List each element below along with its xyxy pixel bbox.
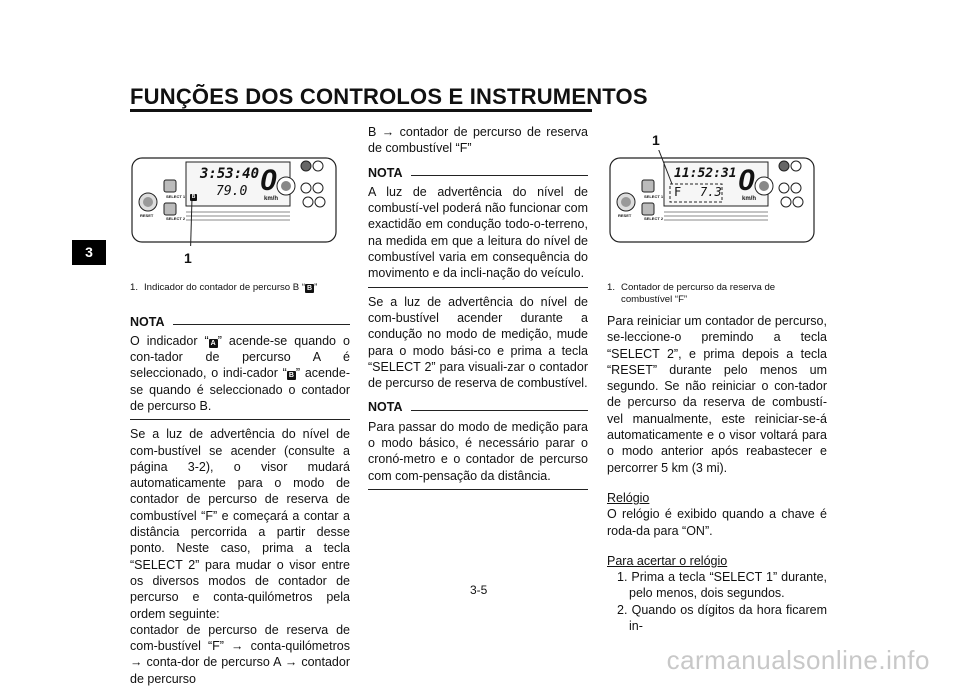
caption-text-end: ” — [314, 282, 318, 293]
caption-number: 1. — [130, 282, 139, 293]
nota-end-rule — [130, 419, 350, 421]
page-title: FUNÇÕES DOS CONTROLOS E INSTRUMENTOS — [130, 84, 648, 109]
step-item: 2. Quando os dígitos da hora ficarem in- — [617, 602, 827, 634]
reset-button-label: RESET — [140, 213, 154, 218]
body-paragraph: contador de percurso de reserva de com-b… — [130, 622, 350, 686]
select1-button-label: SELECT 1 — [166, 194, 186, 199]
trip-b-icon: B — [305, 284, 315, 293]
nota-text-a: O indicador “ — [130, 333, 209, 348]
figure2-caption: 1. Contador de percurso da reserva de co… — [607, 282, 827, 305]
chapter-tab: 3 — [72, 240, 106, 265]
caption-text: Indicador do contador de percurso B “B” — [144, 282, 317, 294]
select2-button-label: SELECT 2 — [644, 216, 664, 221]
trip-b-icon: B — [286, 371, 296, 381]
caption-text: Contador de percurso da reserva de combu… — [621, 282, 776, 305]
speed-display: 0 — [260, 164, 277, 197]
select1-button-label: SELECT 1 — [644, 194, 664, 199]
nota-heading: NOTA — [368, 165, 588, 181]
fuel-trip-mode: F — [674, 185, 682, 199]
reset-button-label: RESET — [618, 213, 632, 218]
nota-label: NOTA — [130, 314, 165, 329]
nota-end-rule — [368, 488, 588, 490]
caption-text-start: Indicador do contador de percurso B “ — [144, 282, 306, 293]
nota-rule — [410, 175, 588, 177]
speed-unit: km/h — [264, 196, 279, 202]
section-heading: Para acertar o relógio — [607, 553, 728, 568]
nota-label: NOTA — [368, 165, 403, 180]
nota-rule — [172, 324, 350, 326]
instrument-panel-drawing-2 — [609, 147, 815, 243]
nota-label: NOTA — [368, 400, 403, 415]
body-paragraph: Se a luz de advertência do nível de com-… — [368, 294, 588, 391]
instrument-panel-figure-2: 11:52:31 F 7.3 0 km/h SELECT 1 SELECT 2 … — [608, 147, 818, 246]
nota-rule — [410, 410, 588, 412]
caption-number: 1. — [607, 282, 616, 293]
speed-unit: km/h — [742, 196, 757, 202]
instrument-panel-drawing — [131, 157, 337, 269]
figure2-callout: 1 — [652, 132, 660, 148]
nota-text-b: ” acende-se quando o con-tador de percur… — [130, 333, 350, 381]
nota-paragraph: Para passar do modo de medição para o mo… — [368, 419, 588, 483]
nota-text-c: ” acende-se quando é seleccionado o cont… — [130, 366, 350, 413]
body-paragraph: Se a luz de advertência do nível de com-… — [130, 427, 350, 621]
trip-display: 79.0 — [216, 184, 248, 199]
nota-heading: NOTA — [368, 399, 588, 415]
figure1-caption: 1. Indicador do contador de percurso B “… — [130, 282, 350, 294]
watermark: carmanualsonline.info — [666, 645, 930, 675]
column-1: 1. Indicador do contador de percurso B “… — [130, 282, 350, 687]
nota-paragraph: O indicador “A” acende-se quando o con-t… — [130, 333, 350, 414]
nota-end-rule — [368, 286, 588, 288]
clock-display: 3:53:40 — [200, 166, 260, 182]
body-paragraph: Para reiniciar um contador de percurso, … — [607, 314, 827, 475]
trip-b-indicator-icon: B — [190, 194, 197, 201]
section-heading: Relógio — [607, 490, 650, 505]
instrument-panel-figure-1: 3:53:40 79.0 0 km/h B SELECT 1 SELECT 2 … — [130, 150, 338, 269]
column-3: 1. Contador de percurso da reserva de co… — [607, 282, 827, 634]
clock-display: 11:52:31 — [674, 166, 737, 181]
title-underline — [130, 109, 592, 112]
fuel-trip-value: 7.3 — [700, 185, 722, 199]
column-2: B → contador de percurso de reserva de c… — [368, 124, 588, 496]
select2-button-label: SELECT 2 — [166, 216, 186, 221]
body-paragraph: B → contador de percurso de reserva de c… — [368, 125, 588, 156]
trip-a-icon: A — [208, 338, 218, 348]
nota-heading: NOTA — [130, 314, 350, 330]
body-paragraph: O relógio é exibido quando a chave é rod… — [607, 507, 827, 538]
nota-paragraph: A luz de advertência do nível de combust… — [368, 184, 588, 281]
page-number: 3-5 — [470, 583, 488, 597]
figure1-callout: 1 — [184, 250, 192, 266]
step-item: 1. Prima a tecla “SELECT 1” durante, pel… — [617, 570, 827, 601]
speed-display: 0 — [738, 164, 755, 197]
